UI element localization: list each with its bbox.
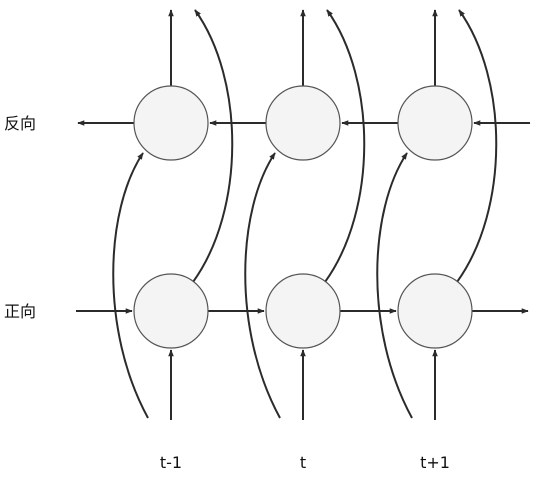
backward-row-label: 反向	[4, 114, 37, 133]
forward-node-t0	[133, 273, 209, 349]
input-to-backward-curve-t1	[376, 152, 413, 419]
forward-node-t	[265, 273, 341, 349]
input-to-backward-curve-t0	[112, 152, 149, 419]
backward-node-t0	[133, 85, 209, 161]
forward-node-t1	[397, 273, 473, 349]
time-label-t-plus-1: t+1	[420, 453, 450, 472]
backward-node-t	[265, 85, 341, 161]
time-label-t: t	[299, 453, 307, 472]
forward-row-label: 正向	[4, 302, 37, 321]
forward-to-output-curve-t0	[192, 9, 234, 283]
input-to-backward-curve-t	[244, 152, 281, 419]
forward-to-output-curve-t1	[456, 9, 498, 283]
forward-to-output-curve-t	[324, 9, 366, 283]
backward-node-t1	[397, 85, 473, 161]
time-label-t-minus-1: t-1	[159, 453, 183, 472]
vertical-arrows	[168, 9, 438, 420]
nodes	[133, 85, 473, 349]
curved-arrows	[112, 9, 498, 419]
